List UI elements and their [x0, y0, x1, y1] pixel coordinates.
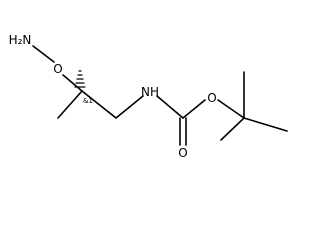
carbonyl-oxygen-label: O — [178, 146, 187, 160]
bond-ester-o-quaternary — [217, 99, 245, 119]
bond-ch2-nh — [115, 95, 144, 119]
ester-oxygen-label: O — [207, 91, 216, 105]
stereo-flag-label: &1 — [83, 97, 93, 105]
carbamate-nh-label: NH — [141, 85, 159, 99]
bond-tbu-methyl-down — [220, 117, 245, 141]
amine-label: H₂N — [9, 33, 32, 47]
structure-svg: H₂N O &1 NH O O — [9, 33, 288, 160]
hashed-wedge-bond — [74, 70, 86, 88]
bond-c-methyl — [57, 90, 83, 119]
ether-oxygen-label: O — [53, 62, 62, 76]
bond-nh-carbonyl — [156, 95, 184, 119]
bond-o-c-stereo — [62, 74, 83, 92]
bond-n-o — [32, 45, 55, 63]
bond-carbonyl-ester-o — [182, 99, 206, 119]
bond-tbu-methyl-right — [243, 117, 288, 132]
molecule-drawing: H₂N O &1 NH O O — [9, 33, 288, 160]
bond-c-ch2 — [81, 90, 117, 119]
